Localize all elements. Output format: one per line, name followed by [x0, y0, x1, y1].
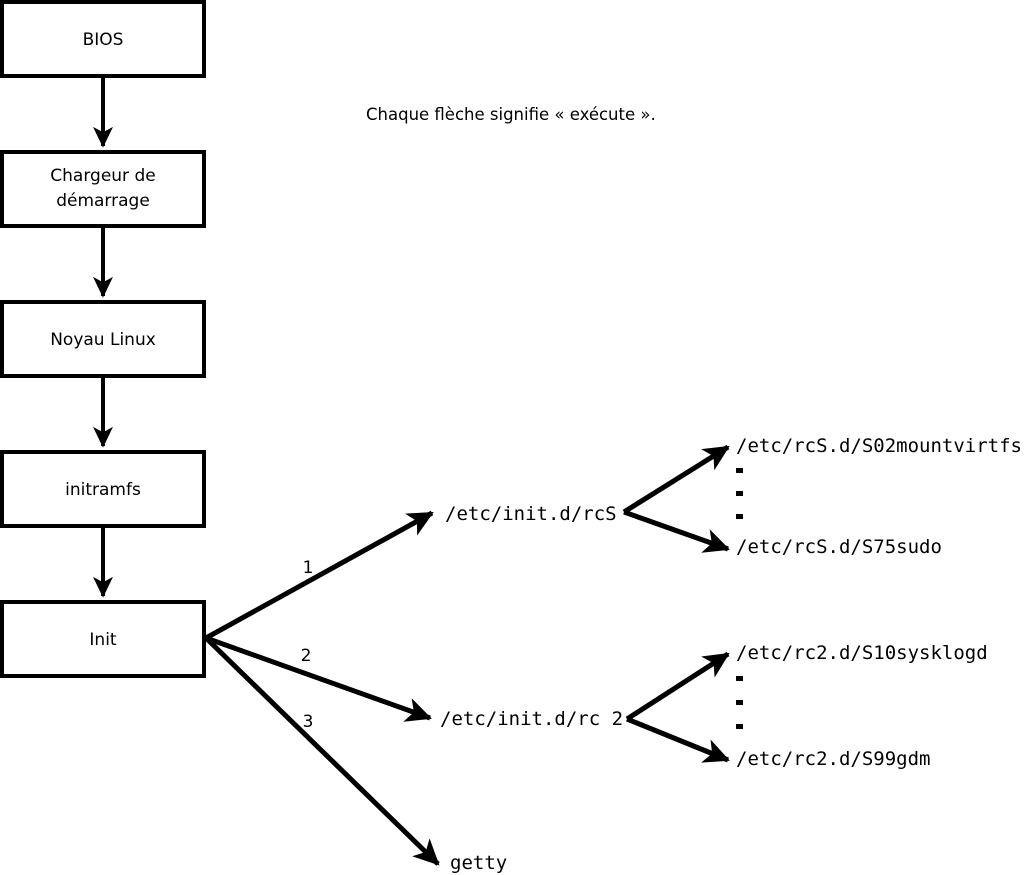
box-kernel[interactable]: Noyau Linux [0, 300, 206, 378]
rcs-branch-arrows [622, 444, 730, 553]
arrow-rc2-to-s10sysklogd [625, 651, 730, 722]
edge-label-2: 2 [301, 646, 312, 666]
rc2-branch-arrows [625, 651, 730, 763]
rcs-ellipsis [736, 468, 743, 519]
arrow-rc2-to-s99gdm [626, 716, 730, 763]
box-kernel-label: Noyau Linux [50, 330, 156, 350]
node-label-rc2-child-s99gdm[interactable]: /etc/rc2.d/S99gdm [736, 748, 930, 770]
box-bios-rect [0, 0, 206, 78]
box-init-label: Init [89, 630, 117, 650]
node-label-rcs-child-s75sudo[interactable]: /etc/rcS.d/S75sudo [736, 536, 942, 558]
rcs-ellipsis-dot-3 [736, 514, 743, 519]
box-initramfs[interactable]: initramfs [0, 450, 206, 528]
box-bootloader-rect [0, 150, 206, 228]
node-label-rc2-script[interactable]: /etc/init.d/rc 2 [440, 708, 623, 730]
edge-label-1: 1 [303, 558, 314, 578]
box-initramfs-rect [0, 450, 206, 528]
rc2-ellipsis-dot-3 [736, 724, 743, 729]
box-bootloader-label-line1: Chargeur de [50, 166, 155, 186]
box-init-rect [0, 600, 206, 678]
node-label-rcs-script[interactable]: /etc/init.d/rcS [445, 503, 617, 525]
arrow-init-to-rcs [204, 510, 434, 641]
rc2-ellipsis-dot-1 [736, 676, 743, 681]
arrow-rcs-to-s75sudo [623, 509, 730, 553]
arrow-rcs-to-s02mountvirtfs [622, 444, 730, 515]
rcs-ellipsis-dot-2 [736, 491, 743, 496]
node-label-getty[interactable]: getty [450, 852, 507, 874]
box-bios-label: BIOS [83, 30, 124, 50]
rc2-ellipsis [736, 676, 743, 729]
rc2-ellipsis-dot-2 [736, 700, 743, 705]
edge-label-3: 3 [303, 712, 314, 732]
box-init[interactable]: Init [0, 600, 206, 678]
arrow-init-to-rc2 [205, 635, 432, 722]
init-branch-arrows [204, 510, 440, 866]
box-bootloader[interactable]: Chargeur de démarrage [0, 150, 206, 228]
node-label-rc2-child-s10sysklogd[interactable]: /etc/rc2.d/S10sysklogd [736, 642, 988, 664]
diagram-caption: Chaque flèche signifie « exécute ». [366, 105, 656, 124]
node-label-rcs-child-s02mountvirtfs[interactable]: /etc/rcS.d/S02mountvirtfs [736, 435, 1022, 457]
rcs-ellipsis-dot-1 [736, 468, 743, 473]
box-bios[interactable]: BIOS [0, 0, 206, 78]
box-initramfs-label: initramfs [65, 480, 141, 500]
arrow-init-to-getty [204, 636, 440, 866]
box-kernel-rect [0, 300, 206, 378]
box-bootloader-label-line2: démarrage [56, 191, 150, 211]
